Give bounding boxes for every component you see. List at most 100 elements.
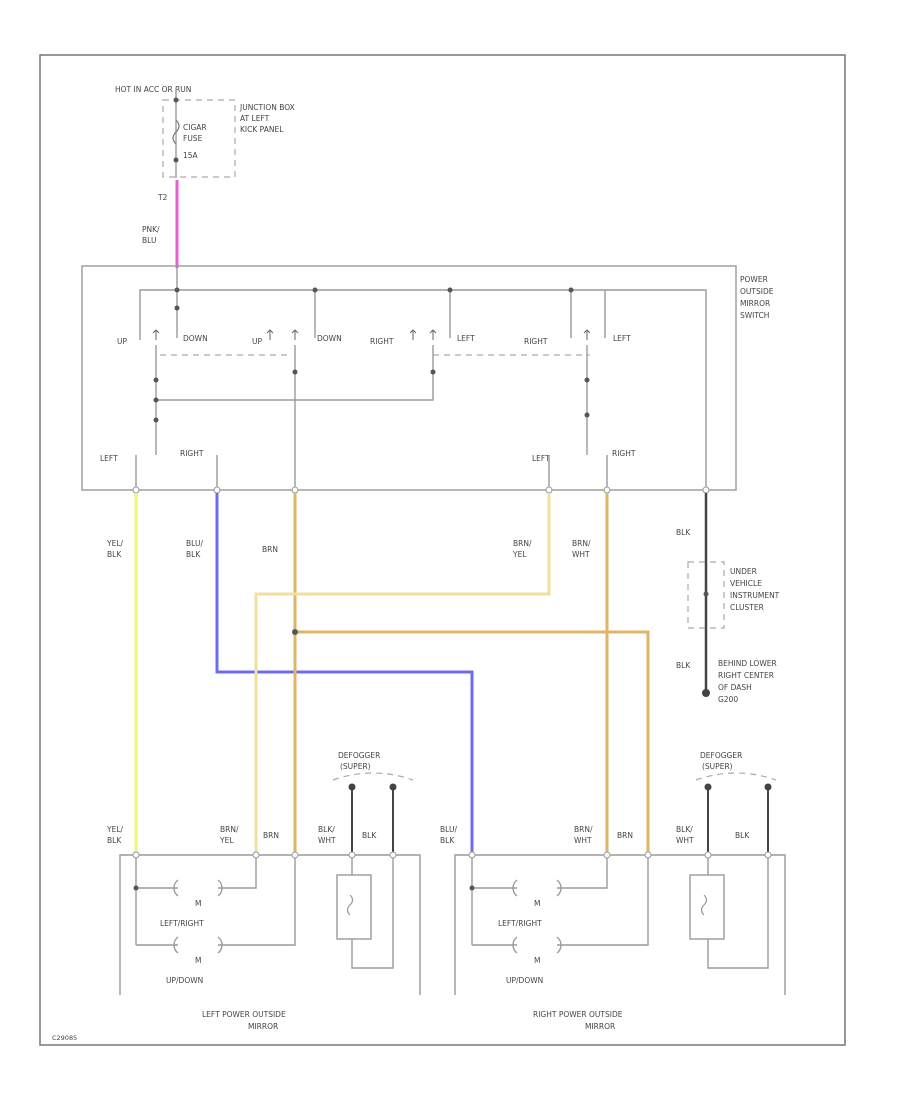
ground-point [702,689,710,697]
wire-label-brn: BRN [262,545,278,554]
lm-node-1 [133,885,139,891]
right-mirror-title-1: RIGHT POWER OUTSIDE [533,1010,623,1019]
lm-motor-lr-m: M [195,899,201,908]
lm-term-1 [132,851,140,859]
lm-term-3 [291,851,299,859]
rm-label-brn: BRN/ [574,825,593,834]
bus-node-2 [312,287,318,293]
wire-label-brn-wht-2: WHT [572,550,590,559]
switch-title-1: POWER [740,275,768,284]
lm-ud-out [218,858,296,946]
rm-motor-ud-m: M [534,956,540,965]
contact-left-2: LEFT [613,334,631,343]
sel-left-1: LEFT [100,454,118,463]
switch-node-a [153,377,159,383]
switch-title-3: MIRROR [740,299,770,308]
defogger-right-node-b [764,783,772,791]
rm-term-3 [644,851,652,859]
rm-term-2 [603,851,611,859]
rm-label-blk3: BLK [735,831,750,840]
defogger-left-bracket [332,772,414,781]
defogger-left-node-b [389,783,397,791]
bus-node-4 [568,287,574,293]
contact-left-1: LEFT [457,334,475,343]
sel-left-2: LEFT [532,454,550,463]
lm-heater-return [351,858,394,969]
switch-node-c [153,417,159,423]
lm-label-yel: YEL/ [106,825,123,834]
contact-up-2: UP [252,337,262,346]
switch-node-f [584,377,590,383]
ground-clamp-box [687,561,725,629]
contact-down-1: DOWN [183,334,208,343]
rm-node-1 [469,885,475,891]
rm-lr-out [557,858,608,889]
junction-box-outline [162,99,236,178]
wire-label-brn-yel-2: YEL [512,550,527,559]
switch-node-g [584,412,590,418]
lm-lr-label: LEFT/RIGHT [160,919,204,928]
rm-motor-lr [512,879,562,897]
clamp-label-2: VEHICLE [730,579,762,588]
lm-heater-element [346,894,354,916]
bus-node-3 [447,287,453,293]
wire-label-pnk: PNK/ [142,225,160,234]
right-mirror-box [454,854,786,995]
contact-arrow-2 [266,329,274,340]
junction-box-label-3: KICK PANEL [240,125,284,134]
defogger-left-2: (SUPER) [340,762,371,771]
defogger-left-node-a [348,783,356,791]
rm-ud-out [557,858,649,946]
rm-motor-ud [512,936,562,954]
sel-right-1: RIGHT [180,449,204,458]
lm-term-2 [252,851,260,859]
switch-wire-cross-1 [156,345,434,401]
fuse-name-2: FUSE [183,134,203,143]
wire-label-blk-2: BLK [676,661,691,670]
contact-arrow-6 [583,329,591,340]
fuse-node-top [173,97,179,103]
junction-box-label-1: JUNCTION BOX [239,103,295,112]
rm-label-blu: BLU/ [440,825,457,834]
contact-right-1: RIGHT [370,337,394,346]
contact-arrow-5 [429,329,437,340]
ground-clamp-node [703,591,709,597]
clamp-label-1: UNDER [730,567,757,576]
ground-label-3: OF DASH [718,683,752,692]
wire-label-blk-1: BLK [676,528,691,537]
wire-brn-branch [295,630,650,855]
rm-label-blkwht: BLK/ [676,825,693,834]
terminal-4 [545,486,553,494]
lm-label-yel2: YEL [219,836,234,845]
bus-node-5 [174,305,180,311]
lm-heater [336,874,372,940]
contact-right-2: RIGHT [524,337,548,346]
lm-term-5 [389,851,397,859]
fuse-name-1: CIGAR [183,123,207,132]
contact-down-2: DOWN [317,334,342,343]
splice-brn [292,629,298,635]
ground-label-4: G200 [718,695,738,704]
lm-label-brn2: BRN [263,831,279,840]
lm-motor-ud-m: M [195,956,201,965]
rm-heater-element [700,894,708,916]
right-mirror-title-2: MIRROR [585,1022,615,1031]
wire-label-brn-yel-1: BRN/ [513,539,532,548]
left-mirror-title-1: LEFT POWER OUTSIDE [202,1010,286,1019]
lm-label-blkwht: BLK/ [318,825,335,834]
switch-node-d [292,369,298,375]
mirror-switch-box [81,265,737,491]
switch-node-b [153,397,159,403]
left-mirror-title-2: MIRROR [248,1022,278,1031]
junction-box-label-2: AT LEFT [240,114,270,123]
wire-label-blu: BLU [142,236,156,245]
rm-term-4 [704,851,712,859]
lm-lr-out [218,858,257,889]
lm-label-blk3: BLK [362,831,377,840]
ground-label-2: RIGHT CENTER [718,671,774,680]
fuse-node-bottom [173,157,179,163]
terminal-5 [603,486,611,494]
contact-arrow-1 [152,329,160,340]
fuse-symbol [172,119,180,145]
wire-label-brn-wht-1: BRN/ [572,539,591,548]
